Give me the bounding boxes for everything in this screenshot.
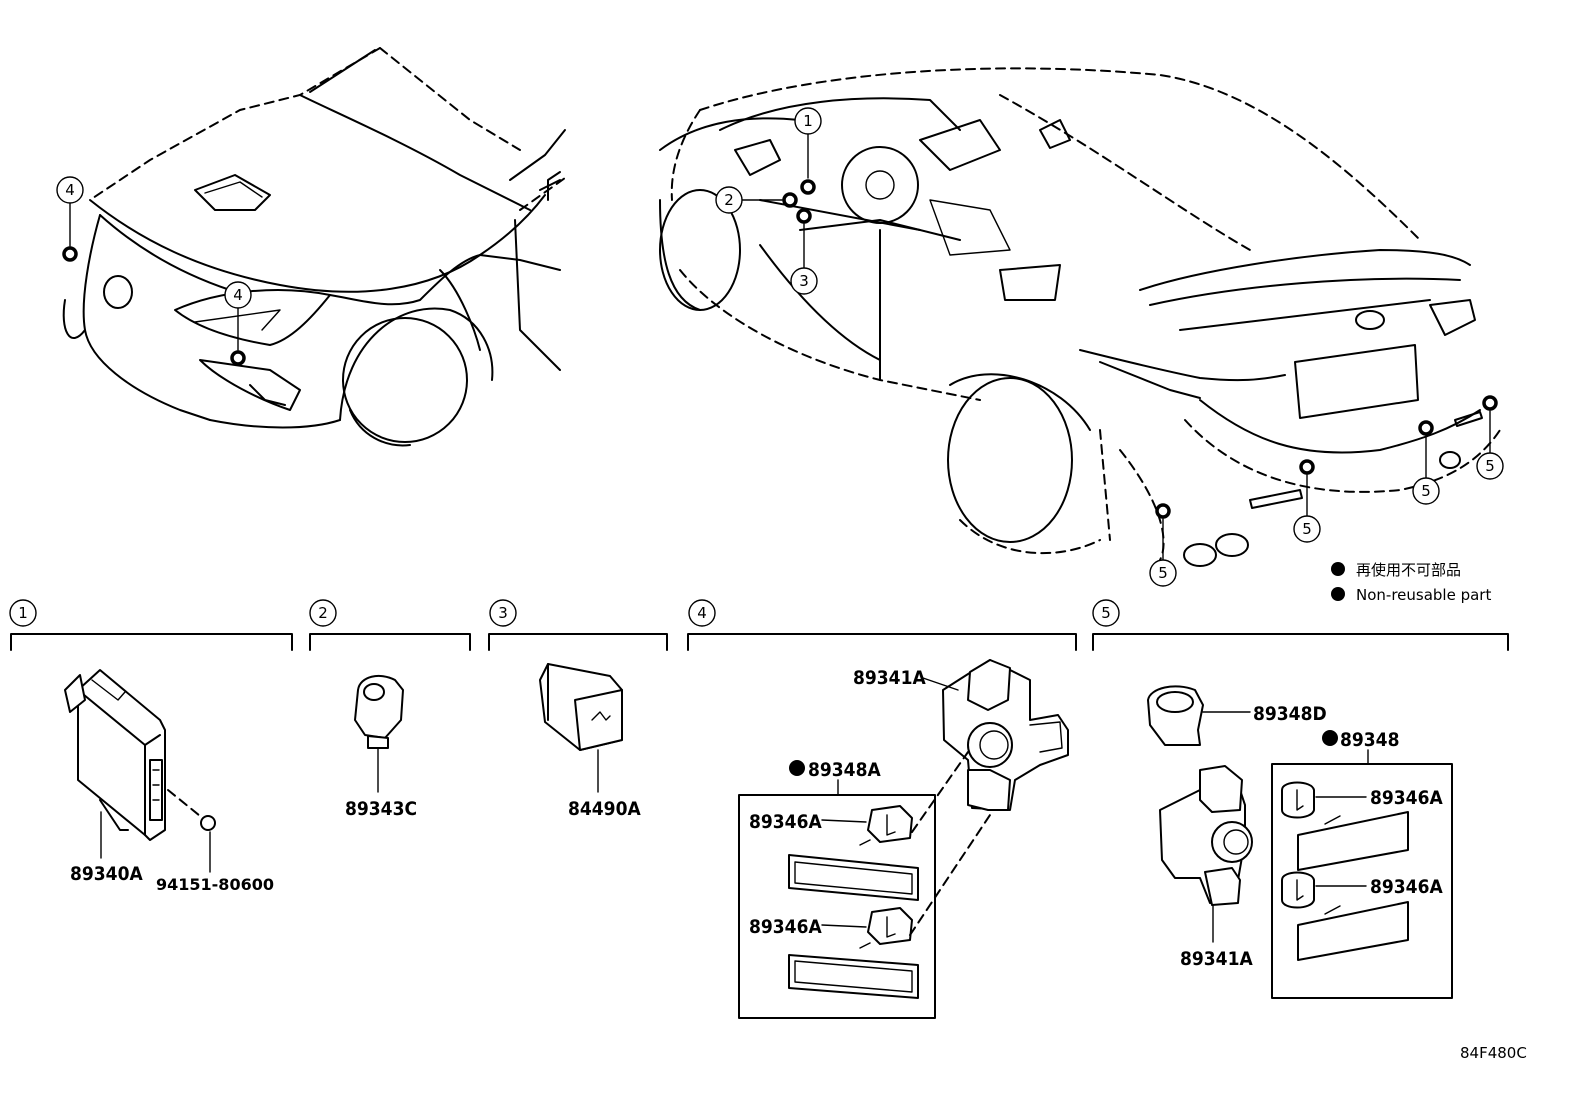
callout-4-left: [56, 176, 84, 204]
sensor-position-marker: [1418, 420, 1434, 436]
sensor-position-marker: [62, 246, 78, 262]
non-reusable-bullet-icon: [1322, 730, 1338, 746]
callout-5-d-label: 5: [1485, 457, 1495, 475]
section-2-parts: 89343C: [345, 674, 417, 820]
callout-5-a: [1149, 559, 1177, 587]
part-number-94151-80600: 94151-80600: [156, 875, 274, 894]
callout-3-rear-label: 3: [799, 272, 809, 290]
sensor-position-marker: [800, 179, 816, 195]
callout-1-rear: [794, 107, 822, 135]
part-number-84490A: 84490A: [568, 798, 641, 820]
rear-sensor-markers: 1 2 3 5 5 5 5: [715, 107, 1504, 587]
non-reusable-bullet-icon: [1331, 587, 1345, 601]
callout-1-rear-label: 1: [803, 112, 813, 130]
callout-4-center-label: 4: [233, 286, 243, 304]
part-number-89346A-3: 89346A: [1370, 787, 1443, 809]
section-2-number: 2: [318, 604, 328, 622]
section-5-parts: 89348D 89341A 89348 89346A 89346A: [1147, 685, 1453, 999]
non-reusable-bullet-icon: [1331, 562, 1345, 576]
section-2-bracket: [309, 633, 471, 651]
part-number-89348: 89348: [1340, 729, 1399, 751]
sensor-position-marker: [782, 192, 798, 208]
callout-5-c-label: 5: [1421, 482, 1431, 500]
callout-5-b: [1293, 515, 1321, 543]
section-5-bracket: [1092, 633, 1509, 651]
section-1-number: 1: [18, 604, 28, 622]
callout-4-left-label: 4: [65, 181, 75, 199]
section-3-bracket: [488, 633, 668, 651]
callout-5-a-label: 5: [1158, 564, 1168, 582]
part-number-89340A: 89340A: [70, 863, 143, 885]
section-1-bracket: [10, 633, 293, 651]
section-5-number: 5: [1101, 604, 1111, 622]
sensor-position-marker: [1155, 503, 1171, 519]
part-number-89341A-top: 89341A: [853, 667, 926, 689]
kit-box-89348: [1271, 763, 1453, 999]
callout-5-b-label: 5: [1302, 520, 1312, 538]
section-3-parts: 84490A: [539, 663, 641, 820]
section-3-number: 3: [498, 604, 508, 622]
sensor-position-marker: [230, 350, 246, 366]
front-car-illustration: [62, 47, 566, 447]
section-4-badge: [688, 599, 716, 627]
legend: 再使用不可部品 Non-reusable part: [1331, 561, 1491, 604]
section-3-badge: [489, 599, 517, 627]
part-number-89348D: 89348D: [1253, 703, 1327, 725]
section-4-number: 4: [697, 604, 707, 622]
callout-2-rear-label: 2: [724, 191, 734, 209]
kit-box-89348A: [738, 794, 936, 1019]
sensor-position-marker: [1482, 395, 1498, 411]
sensor-position-marker: [796, 208, 812, 224]
legend-japanese: 再使用不可部品: [1356, 561, 1461, 579]
diagram-code: 84F480C: [1460, 1044, 1527, 1062]
part-number-89343C: 89343C: [345, 798, 417, 820]
part-number-89346A-1: 89346A: [749, 811, 822, 833]
section-1-parts: 89340A 94151-80600: [64, 669, 274, 894]
section-2-badge: [309, 599, 337, 627]
callout-5-c: [1412, 477, 1440, 505]
callout-2-rear: [715, 186, 743, 214]
rear-car-illustration: [659, 67, 1501, 567]
section-4-bracket: [687, 633, 1077, 651]
section-4-parts: 89341A 89348A 89346A 89346A: [738, 659, 1069, 1019]
section-headers: 1 2 3 4 5: [9, 599, 1509, 651]
part-number-89346A-4: 89346A: [1370, 876, 1443, 898]
section-5-badge: [1092, 599, 1120, 627]
part-number-89348A: 89348A: [808, 759, 881, 781]
callout-4-center: [224, 281, 252, 309]
callout-5-d: [1476, 452, 1504, 480]
part-number-89346A-2: 89346A: [749, 916, 822, 938]
section-1-badge: [9, 599, 37, 627]
front-sensor-markers: 4 4: [56, 176, 252, 366]
part-number-89341A-bottom: 89341A: [1180, 948, 1253, 970]
legend-english: Non-reusable part: [1356, 586, 1491, 604]
non-reusable-bullet-icon: [789, 760, 805, 776]
sensor-position-marker: [1299, 459, 1315, 475]
callout-3-rear: [790, 267, 818, 295]
